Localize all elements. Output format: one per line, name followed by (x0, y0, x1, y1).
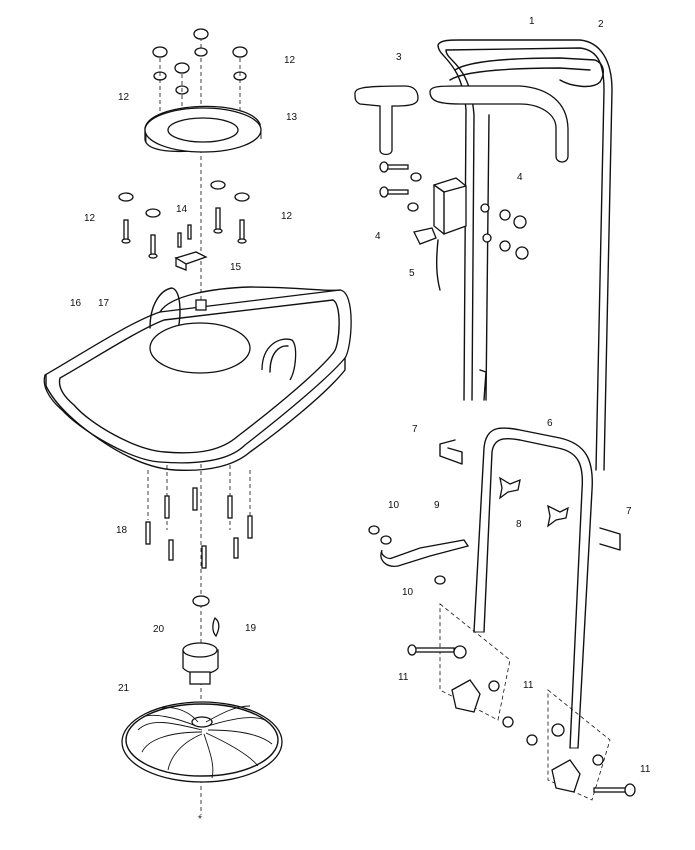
part-label: 3 (396, 52, 402, 63)
part-label: * (198, 814, 202, 825)
part-label: 4 (375, 231, 381, 242)
handle-grips (354, 85, 569, 163)
part-label: 17 (98, 298, 110, 309)
part-label: 21 (118, 683, 130, 694)
part-label: 16 (70, 298, 82, 309)
part-label: 7 (412, 424, 418, 435)
wheel-brackets (407, 603, 636, 801)
part-label: 13 (286, 112, 298, 123)
part-label: 5 (409, 268, 415, 279)
part-label: 18 (116, 525, 128, 536)
fan-impeller (121, 701, 283, 783)
part-label: 4 (517, 172, 523, 183)
part-label: 19 (245, 623, 257, 634)
hood-screws (145, 465, 253, 569)
part-label: 11 (640, 764, 651, 775)
part-label: 8 (516, 519, 522, 530)
fan-fixings (182, 595, 220, 685)
part-label: 12 (118, 92, 130, 103)
part-label: 11 (523, 680, 534, 691)
clips-knobs (439, 439, 621, 551)
part-label: 10 (402, 587, 414, 598)
float-ring (144, 105, 262, 153)
handle-frame (473, 427, 593, 749)
part-label: 1 (529, 16, 535, 27)
hover-hood (43, 286, 352, 472)
top-nuts-washers (152, 28, 248, 140)
part-label: 10 (388, 500, 400, 511)
handle-bolts (379, 161, 529, 260)
part-labels: 1 2 3 4 4 5 6 7 7 8 9 10 10 11 11 11 12 … (70, 16, 651, 825)
part-label: 2 (598, 19, 604, 30)
part-label: 20 (153, 624, 165, 635)
part-label: 14 (176, 204, 188, 215)
part-label: 12 (84, 213, 96, 224)
lever (368, 525, 470, 585)
part-label: 6 (547, 418, 553, 429)
part-label: 12 (284, 55, 296, 66)
switch-box (413, 177, 467, 291)
cable-clip-bracket (174, 224, 208, 271)
part-label: 7 (626, 506, 632, 517)
part-label: 15 (230, 262, 242, 273)
part-label: 11 (398, 672, 409, 683)
part-label: 12 (281, 211, 293, 222)
part-label: 9 (434, 500, 440, 511)
handle-2 (449, 57, 604, 88)
ring-screws (118, 180, 250, 259)
